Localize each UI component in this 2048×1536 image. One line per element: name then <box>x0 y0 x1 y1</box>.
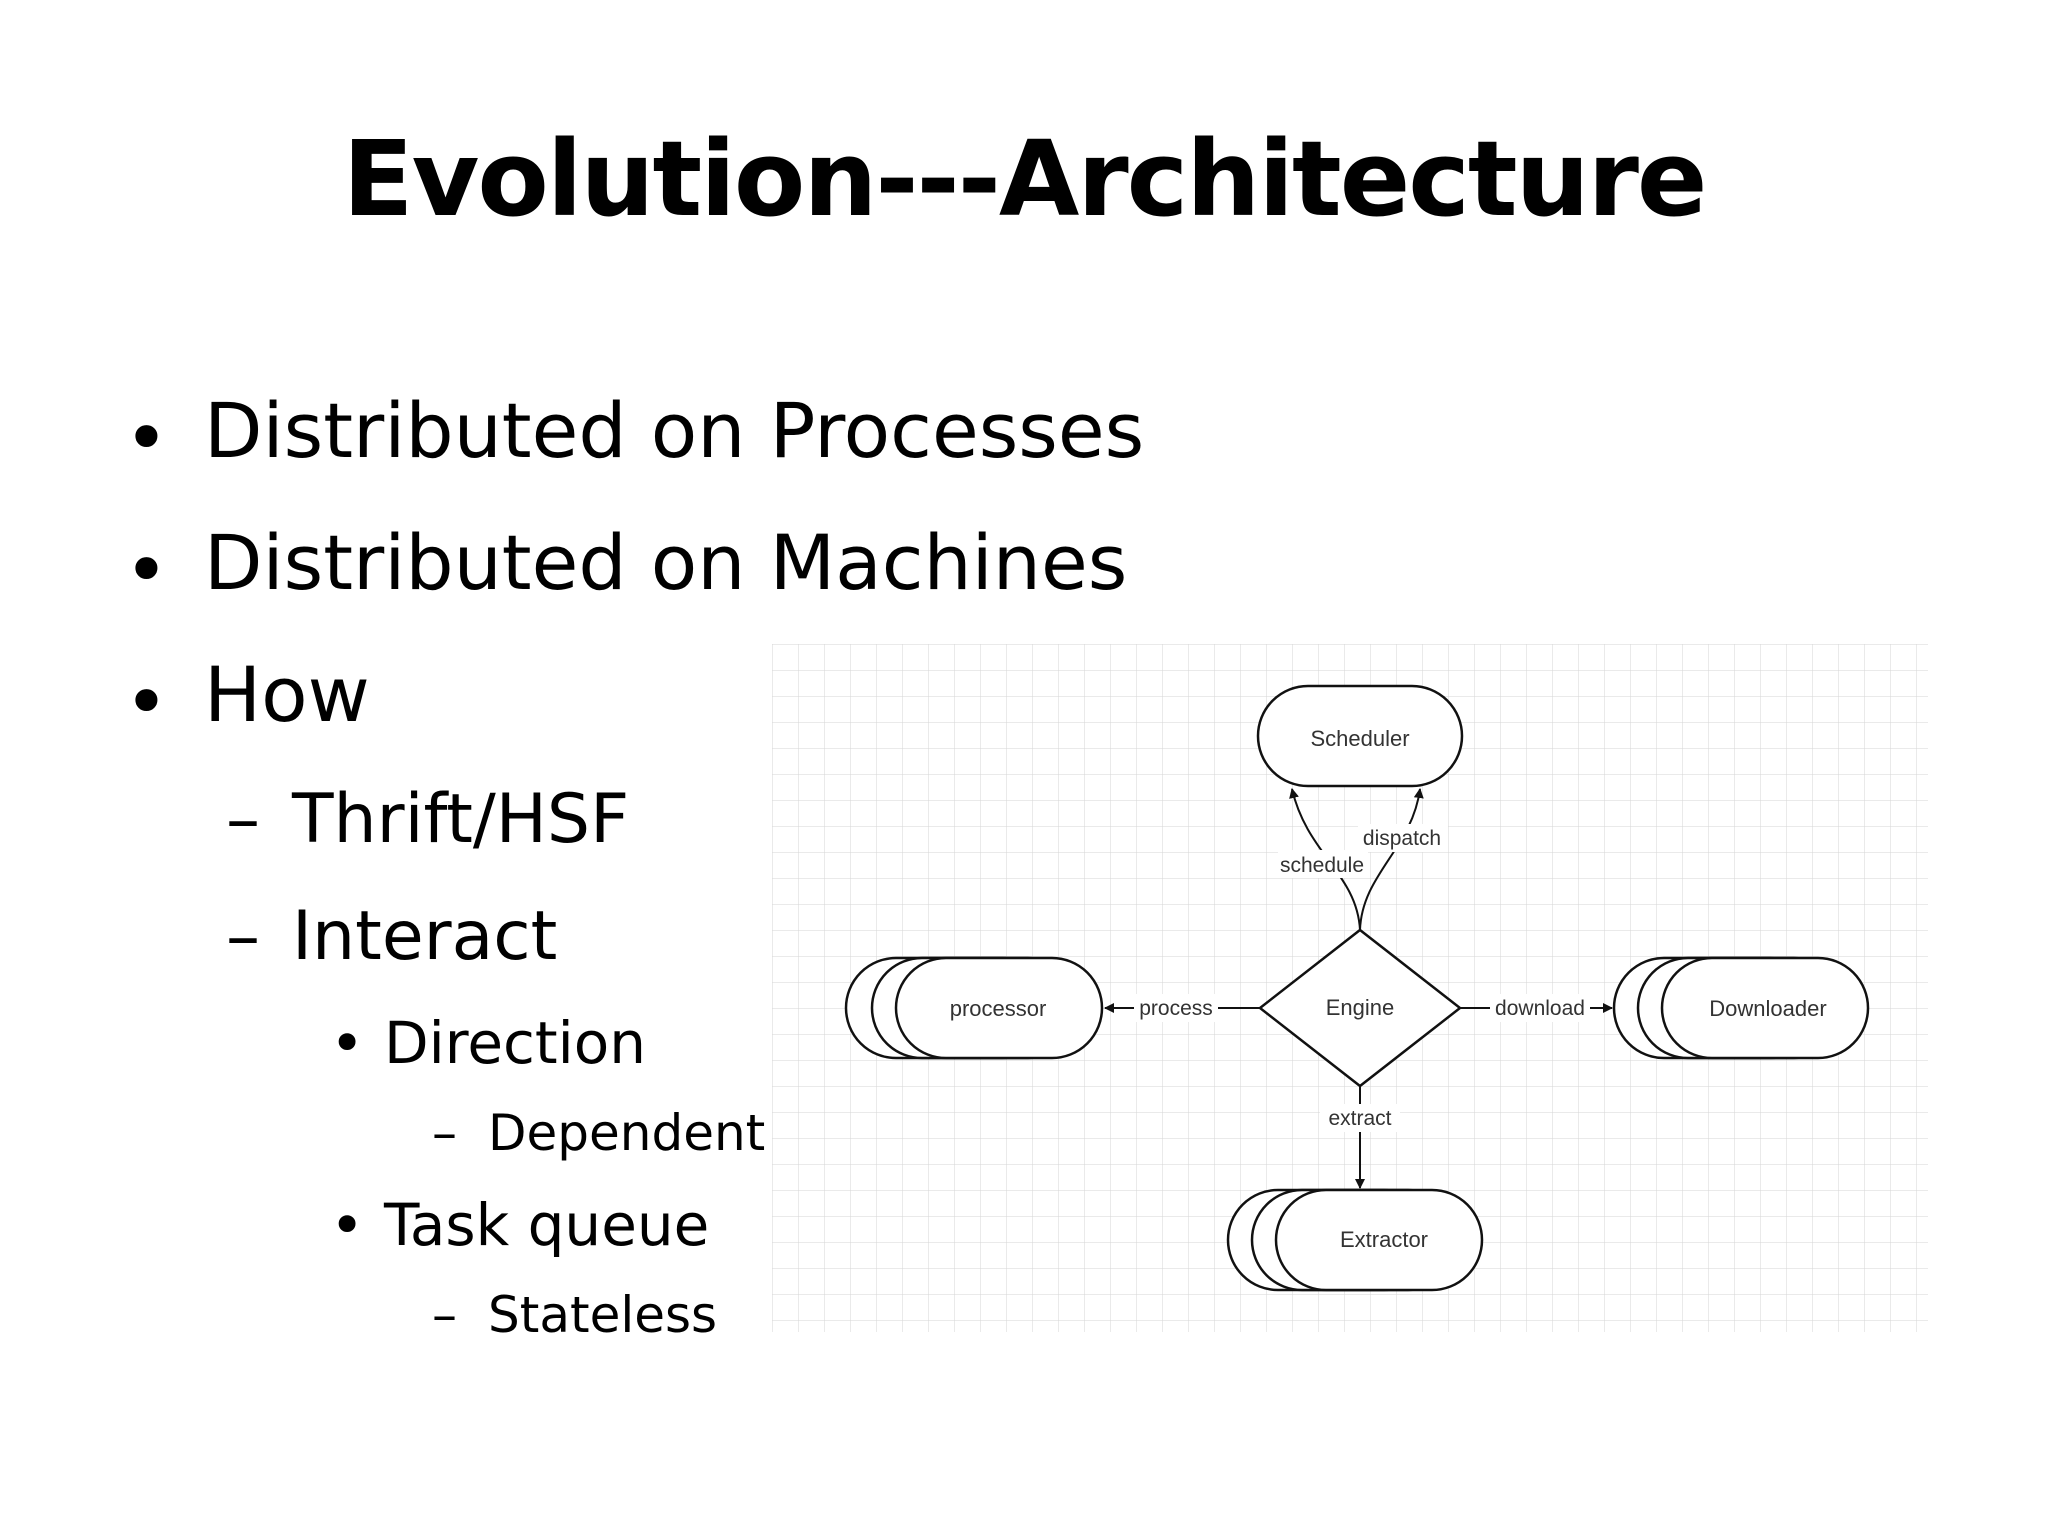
scheduler-label: Scheduler <box>1310 726 1409 751</box>
bullet-text: Distributed on Machines <box>204 518 1128 607</box>
extract-edge: extract <box>1320 1086 1400 1189</box>
bullet-text: How <box>204 650 370 739</box>
processor-node: processor <box>844 956 1104 1060</box>
extract-edge-label: extract <box>1328 1107 1391 1130</box>
bullet-marker: – <box>226 780 260 859</box>
dispatch-edge-label: dispatch <box>1363 827 1441 850</box>
schedule-edge-label: schedule <box>1280 854 1364 877</box>
download-edge-label: download <box>1495 997 1585 1020</box>
bullet-marker: • <box>330 1009 365 1077</box>
bullet-marker: • <box>124 393 169 482</box>
bullet-marker: – <box>226 897 260 976</box>
bullet-marker: • <box>330 1191 365 1259</box>
download-edge: download <box>1460 994 1613 1022</box>
bullet-text: Direction <box>384 1009 647 1077</box>
process-edge: process <box>1104 994 1260 1022</box>
bullet-text: Task queue <box>384 1191 710 1259</box>
extractor-node: Extractor <box>1226 1188 1484 1292</box>
extractor-label: Extractor <box>1340 1227 1428 1252</box>
slide-title: Evolution---Architecture <box>342 118 1708 240</box>
architecture-diagram: Scheduler Engine processor Downloader <box>772 644 1928 1332</box>
bullet-marker: – <box>432 1104 457 1162</box>
engine-label: Engine <box>1326 995 1395 1020</box>
bullet-text: Dependent <box>488 1104 766 1162</box>
bullet-marker: • <box>124 525 169 614</box>
bullet-marker: – <box>432 1286 457 1344</box>
bullet-text: Stateless <box>488 1286 718 1344</box>
engine-node: Engine <box>1257 928 1463 1088</box>
bullet-marker: • <box>124 657 169 746</box>
processor-label: processor <box>950 996 1047 1021</box>
diagram-canvas: Scheduler Engine processor Downloader <box>772 644 1928 1332</box>
bullet-text: Thrift/HSF <box>292 780 630 859</box>
bullet-text: Interact <box>292 897 558 976</box>
downloader-node: Downloader <box>1612 956 1870 1060</box>
dispatch-edge: dispatch <box>1358 788 1448 931</box>
downloader-label: Downloader <box>1709 996 1826 1021</box>
bullet-text: Distributed on Processes <box>204 386 1145 475</box>
process-edge-label: process <box>1139 997 1213 1020</box>
scheduler-node: Scheduler <box>1256 684 1464 788</box>
schedule-edge: schedule <box>1278 788 1368 931</box>
